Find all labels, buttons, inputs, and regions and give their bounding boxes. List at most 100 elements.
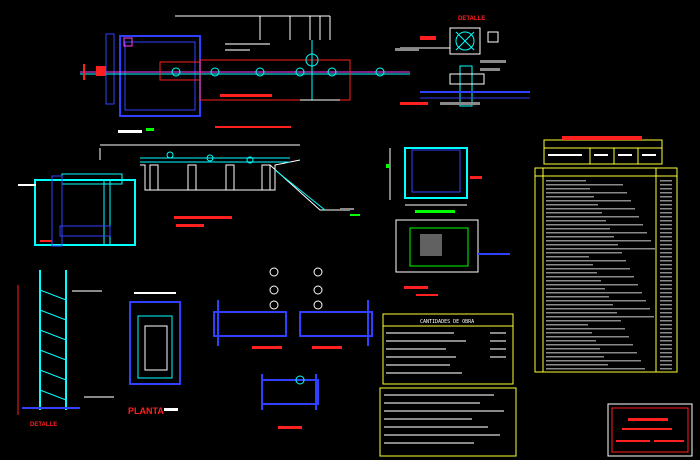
table-row-value xyxy=(660,188,672,190)
planta-label: PLANTA xyxy=(128,406,164,416)
valve-detail-top xyxy=(395,27,530,107)
table-row xyxy=(546,192,627,194)
table-row-value xyxy=(660,240,672,242)
table-row-value xyxy=(660,356,672,358)
table-row xyxy=(546,256,589,258)
table-row-value xyxy=(660,204,672,206)
table-row xyxy=(546,340,596,342)
table-row xyxy=(546,236,614,238)
table-row xyxy=(546,368,645,370)
table-row-value xyxy=(660,368,672,370)
main-table-right xyxy=(534,167,678,373)
plan-view-tank xyxy=(80,15,428,133)
table-row-value xyxy=(660,312,672,314)
table-row xyxy=(546,288,605,290)
cantidades-table: CANTIDADES DE OBRA xyxy=(382,313,514,385)
table-row-value xyxy=(660,324,672,326)
table-row-value xyxy=(660,316,672,318)
table-row xyxy=(546,268,630,270)
table-row-value xyxy=(660,296,672,298)
table-row-value xyxy=(660,352,672,354)
title-block xyxy=(607,403,693,457)
table-row-value xyxy=(660,260,672,262)
table-row xyxy=(546,240,651,242)
table-rows xyxy=(546,180,672,370)
header-table-right xyxy=(543,136,663,165)
table-row-value xyxy=(660,276,672,278)
table-row xyxy=(546,304,613,306)
table-row-value xyxy=(660,280,672,282)
table-row xyxy=(546,220,606,222)
table-row-value xyxy=(660,332,672,334)
ladder-detail xyxy=(17,270,114,415)
table-row-value xyxy=(660,192,672,194)
table-row-value xyxy=(660,248,672,250)
pipe-valve-detail xyxy=(213,267,373,429)
table-row xyxy=(546,276,634,278)
table-row xyxy=(546,232,647,234)
table-row xyxy=(546,292,642,294)
table-row-value xyxy=(660,220,672,222)
detalle-left-label: DETALLE xyxy=(30,422,57,428)
table-row-value xyxy=(660,292,672,294)
table-row xyxy=(546,352,637,354)
table-row xyxy=(546,228,610,230)
table-row-value xyxy=(660,264,672,266)
table-row xyxy=(546,208,635,210)
label-detalle-top: DETALLE xyxy=(458,16,485,22)
table-row xyxy=(546,204,598,206)
table-row xyxy=(546,348,600,350)
table-row xyxy=(546,356,604,358)
table-row xyxy=(546,360,641,362)
table-row xyxy=(546,344,633,346)
table-row xyxy=(546,284,638,286)
table-row-value xyxy=(660,232,672,234)
table-row-value xyxy=(660,360,672,362)
table-row-value xyxy=(660,236,672,238)
table-row-value xyxy=(660,328,672,330)
table-row-value xyxy=(660,336,672,338)
table-row-value xyxy=(660,340,672,342)
table-row xyxy=(546,312,617,314)
table-row-value xyxy=(660,200,672,202)
table-row xyxy=(546,272,597,274)
table-row xyxy=(546,244,618,246)
table-row xyxy=(546,252,622,254)
table-row xyxy=(546,328,625,330)
table-row xyxy=(546,332,592,334)
planta-detail xyxy=(129,292,181,385)
table-row xyxy=(546,336,629,338)
box-detail-center xyxy=(386,147,510,296)
table-row-value xyxy=(660,304,672,306)
table-row xyxy=(546,196,594,198)
table-row-value xyxy=(660,268,672,270)
table-row-value xyxy=(660,208,672,210)
label-detalle-left: DETALLE xyxy=(30,422,57,428)
table-row xyxy=(546,364,608,366)
table-row xyxy=(546,260,626,262)
notes-table xyxy=(379,387,517,457)
table-row xyxy=(546,212,602,214)
table-row xyxy=(546,216,639,218)
table-row xyxy=(546,280,601,282)
table-row xyxy=(546,308,650,310)
table-row xyxy=(546,300,646,302)
table-row xyxy=(546,296,609,298)
table-row xyxy=(546,324,588,326)
table-row xyxy=(546,316,654,318)
table-row-value xyxy=(660,196,672,198)
table-row xyxy=(546,320,621,322)
table-row-value xyxy=(660,212,672,214)
elevation-section xyxy=(18,144,360,247)
table-row-value xyxy=(660,184,672,186)
detalle-top-label: DETALLE xyxy=(458,16,485,22)
table-row xyxy=(546,200,631,202)
table-row-value xyxy=(660,228,672,230)
table-row-value xyxy=(660,180,672,182)
table-row xyxy=(546,224,643,226)
table-row-value xyxy=(660,224,672,226)
table-row xyxy=(546,248,655,250)
table-row-value xyxy=(660,284,672,286)
table-row-value xyxy=(660,288,672,290)
